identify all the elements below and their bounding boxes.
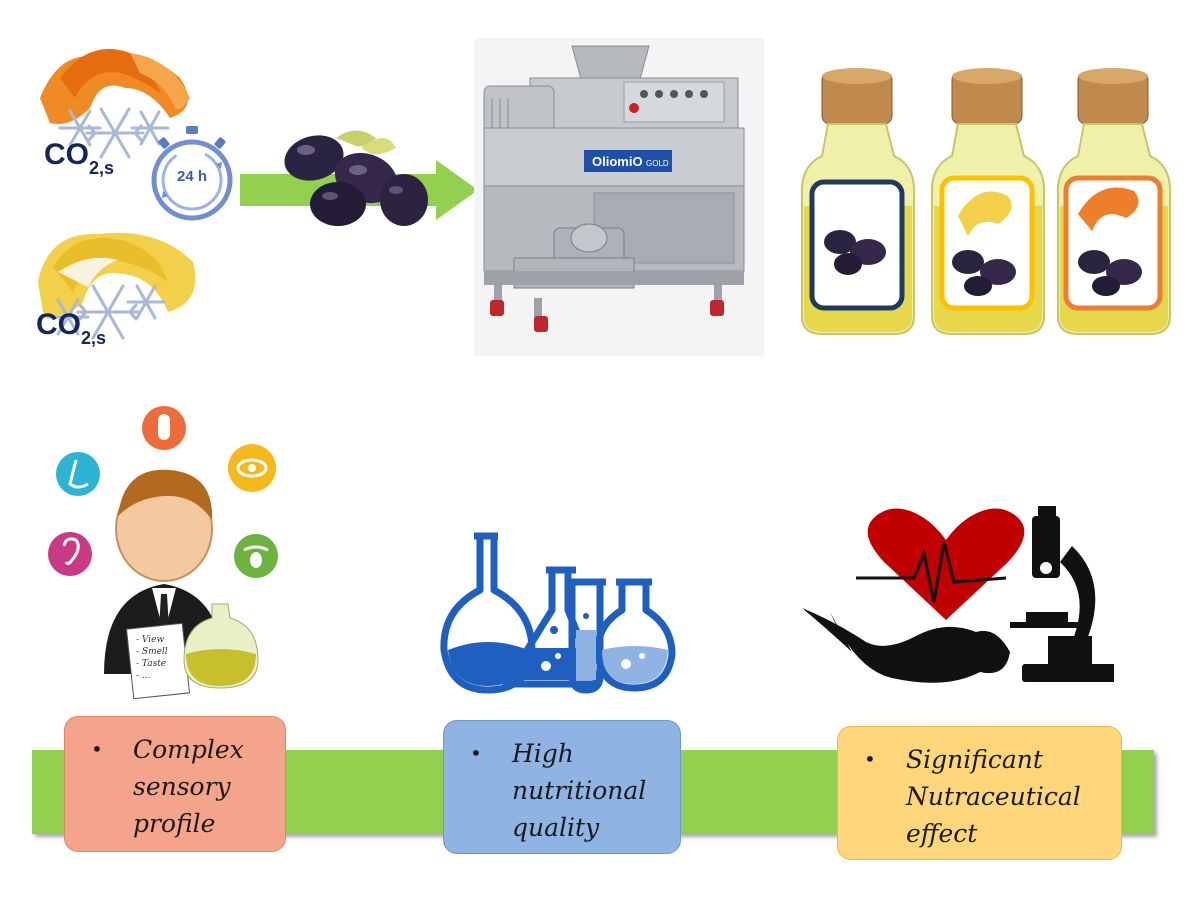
sensory-panelist-illustration: - View - Smell - Taste - ... (48, 406, 278, 700)
co2-label-bottom-subscript: 2,s (81, 328, 107, 348)
tongue-icon (234, 534, 278, 578)
bullet-marker: • (470, 741, 482, 765)
outcome-box-nutraceutical: • Significant Nutraceutical effect (837, 726, 1122, 860)
bullet-marker: • (91, 737, 103, 761)
outcome-nutrition-text: High nutritional quality (512, 739, 647, 842)
nutraceutical-research-illustration (802, 506, 1114, 683)
lemon-peel-frozen-image (38, 232, 196, 340)
oil-jar-lemon-image (930, 68, 1046, 335)
outcome-box-nutrition: • High nutritional quality (443, 720, 681, 854)
notepad-line-2: - Smell (136, 647, 168, 657)
olives-image (284, 130, 428, 226)
orange-peel-frozen-image (40, 48, 190, 159)
outcome-box-sensory: • Complex sensory profile (64, 716, 286, 852)
co2-label-top: CO2,s (44, 138, 114, 179)
notepad-line-1: - View (136, 635, 164, 645)
mouse-icon (802, 608, 1010, 683)
co2-label-top-subscript: 2,s (89, 158, 115, 178)
laboratory-flasks-icon (440, 532, 676, 694)
touch-icon (142, 406, 186, 450)
timer-label: 24 h (176, 168, 207, 185)
outcome-nutraceutical-text: Significant Nutraceutical effect (906, 745, 1081, 848)
co2-label-bottom-text: CO (36, 308, 81, 341)
co2-label-bottom: CO2,s (36, 308, 106, 349)
outcome-sensory-text: Complex sensory profile (133, 735, 244, 838)
heartbeat-line (856, 541, 1007, 603)
oil-jar-orange-image (1056, 68, 1172, 335)
stopwatch-icon (151, 126, 233, 221)
olive-oil-mill-machine-image: OliomiO GOLD (474, 38, 764, 356)
heart-icon (867, 508, 1025, 620)
notepad-line-3: - Taste (136, 659, 166, 669)
bullet-marker: • (864, 747, 876, 771)
machine-model-label: GOLD (646, 159, 669, 168)
ear-icon (48, 532, 92, 576)
microscope-icon (1010, 506, 1114, 682)
notepad-line-4: - ... (136, 671, 151, 681)
eye-icon (228, 444, 276, 492)
machine-brand-label: OliomiO (592, 154, 643, 169)
co2-label-top-text: CO (44, 138, 89, 171)
nose-icon (56, 452, 100, 496)
oil-jar-plain-image (800, 68, 916, 335)
